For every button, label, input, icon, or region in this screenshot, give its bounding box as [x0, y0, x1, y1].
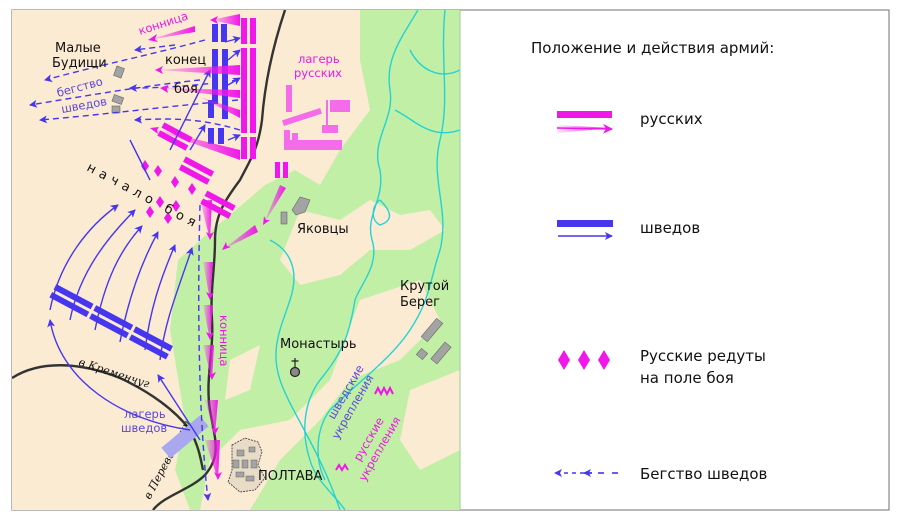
- village-buildings: [111, 65, 452, 365]
- russian-units-icon: [556, 111, 613, 134]
- redoubts: [141, 160, 196, 224]
- russian-fortifications: [335, 385, 394, 472]
- legend: Положение и действия армий: русских швед…: [531, 39, 774, 483]
- russian-camp: [275, 85, 350, 178]
- roads: [12, 10, 287, 510]
- russian-lines: [157, 18, 256, 219]
- field: [280, 200, 445, 285]
- place-monastyr: Монастырь: [280, 337, 357, 352]
- label-swedish-camp-line2: шведов: [121, 421, 167, 435]
- russian-arrowheads: [148, 16, 270, 480]
- place-krutoy-bereg-line1: Крутой: [400, 279, 449, 294]
- redoubts-icon: [558, 350, 610, 370]
- label-cavalry-side: конница: [217, 315, 231, 366]
- russian-attack-arrows: [148, 14, 286, 480]
- rivers: [269, 10, 460, 510]
- field: [400, 370, 460, 470]
- place-malye-budishchi-line2: Будищи: [52, 56, 107, 71]
- place-krutoy-bereg-line2: Берег: [400, 295, 440, 310]
- legend-label-redoubts-line2: на поле боя: [640, 369, 734, 387]
- swedish-flight-arrows: [29, 39, 241, 501]
- label-swedish-camp-line1: лагерь: [124, 407, 166, 421]
- legend-title: Положение и действия армий:: [531, 39, 774, 57]
- swedish-units-icon: [557, 220, 613, 240]
- label-end-of-battle-line2: боя: [174, 82, 198, 97]
- label-end-of-battle-line1: конец: [165, 53, 206, 68]
- map-area: в Кременчуг в Переволочну: [12, 10, 460, 510]
- poltava-town: [227, 437, 266, 493]
- place-yakovtsy: Яковцы: [297, 222, 349, 237]
- place-malye-budishchi-line1: Малые: [55, 41, 101, 56]
- legend-label-russian: русских: [640, 110, 703, 128]
- swedish-camp: [161, 415, 209, 459]
- field: [225, 345, 260, 400]
- place-poltava: ПОЛТАВА: [258, 469, 323, 484]
- legend-label-redoubts-line1: Русские редуты: [640, 347, 766, 365]
- legend-label-swedish: шведов: [640, 219, 700, 237]
- label-russian-camp-line2: русских: [294, 66, 342, 80]
- monastery-icon: [289, 358, 301, 378]
- legend-label-flight: Бегство шведов: [640, 465, 767, 483]
- label-russian-camp-line1: лагерь: [298, 52, 340, 66]
